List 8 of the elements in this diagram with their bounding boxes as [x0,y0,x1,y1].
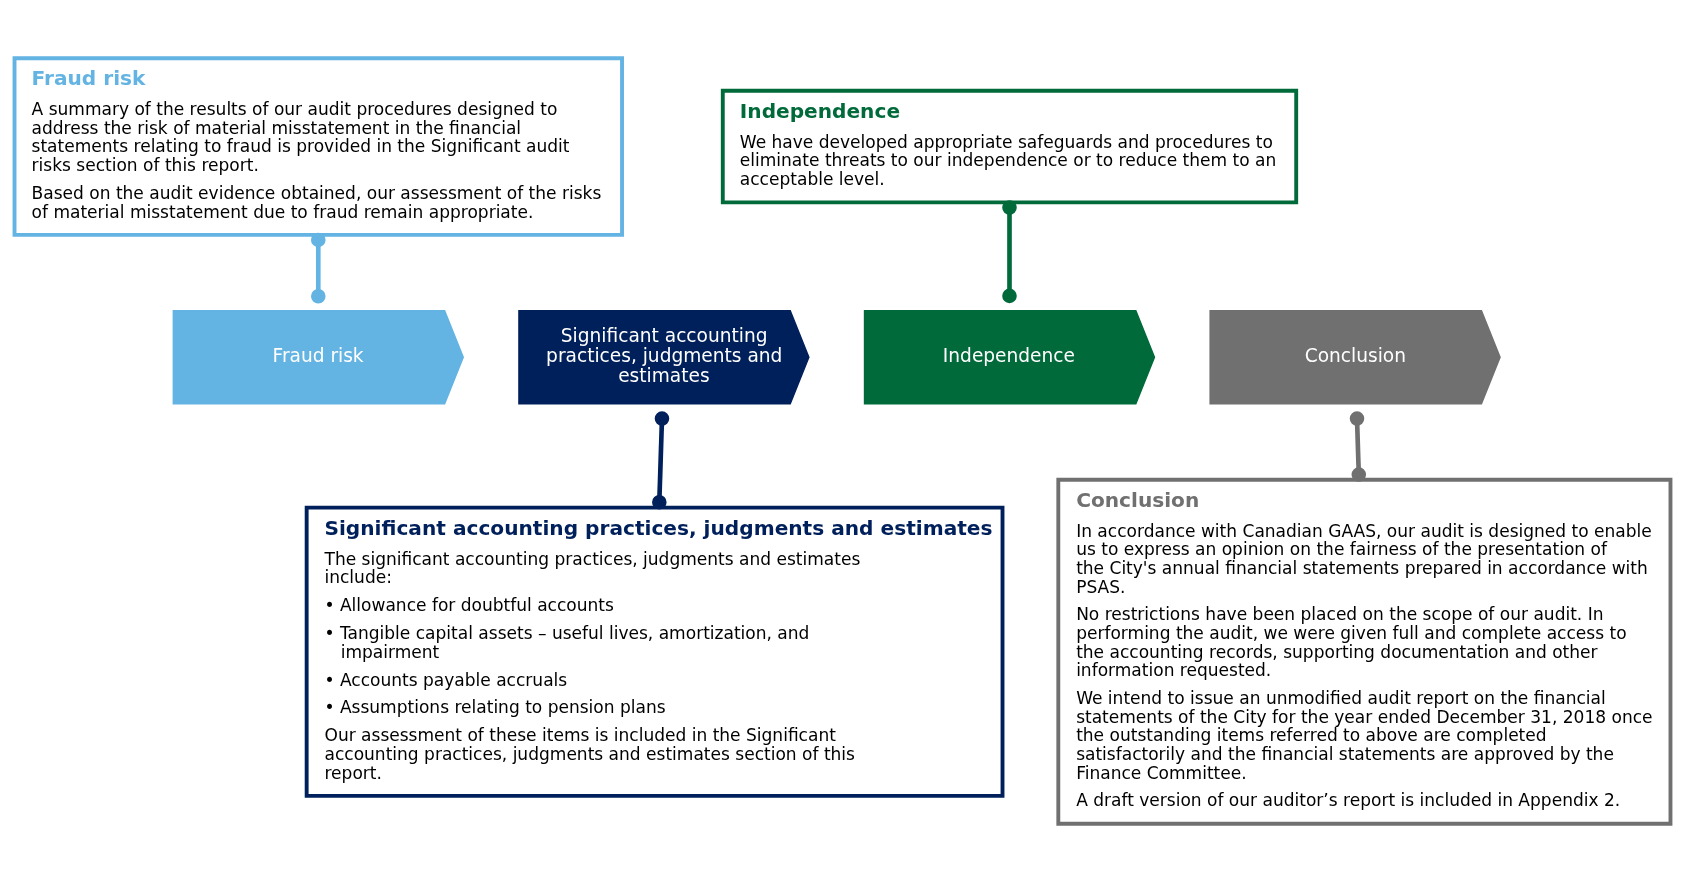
connector [652,411,670,510]
connector [1349,411,1367,482]
node-box: Independence We have developed appropriate safeguards and procedures to eliminate threats to our independence or to reduce them to an acceptable level. [720,88,1299,205]
node-box: Significant accounting practices, judgments and estimates The significant accounting practices, judgments and estimates include: • Allowance for doubtful accounts • Tangible capital assets – useful lives, amortization, and impairment • Accounts payable accruals • Assumptions relating to pension plans Our assessment of these items is included in the Significant accounting practices, judgments and estimates section of this report. [304,505,1005,798]
node-box: Fraud risk A summary of the results of our audit procedures designed to address the risk of material misstatement in the financial statements relating to fraud is provided in the Significant audit risks section of this report. Based on the audit evidence obtained, our assessment of the risks of material misstatement due to fraud remain appropriate. [12,56,624,237]
connector [1002,200,1017,304]
connector [311,232,326,304]
node-box: Conclusion In accordance with Canadian GAAS, our audit is designed to enable us to express an opinion on the fairness of the presentation of the City's annual financial statements prepared in accordance with PSAS. No restrictions have been placed on the scope of our audit. In performing the audit, we were given full and complete access to the accounting records, supporting documentation and other information requested. We intend to issue an unmodified audit report on the financial statements of the City for the year ended December 31, 2018 once the outstanding items referred to above are completed satisfactorily and the financial statements are approved by the Finance Committee. A draft version of our auditor’s report is included in Appendix 2. [1056,477,1673,826]
